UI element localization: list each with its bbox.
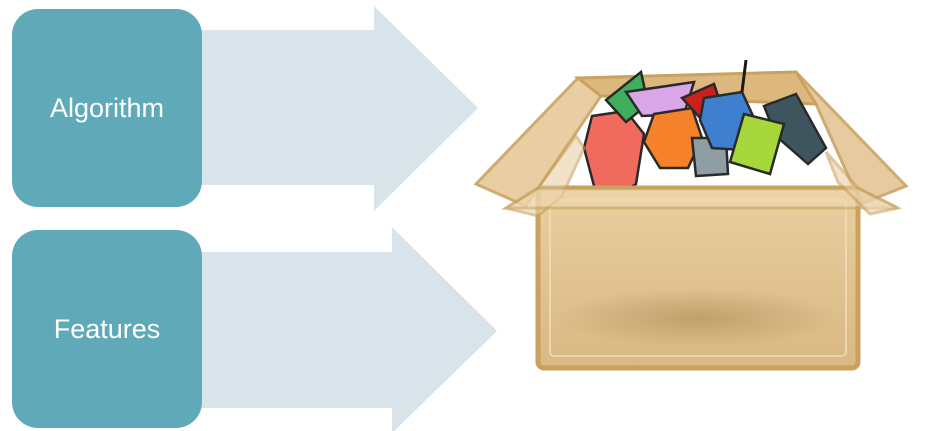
box-front-rim [506, 188, 898, 208]
algorithm-label: Algorithm [50, 93, 164, 124]
algorithm-node: Algorithm [12, 9, 202, 207]
box-with-shapes-icon [466, 56, 916, 376]
box-front-shadow [558, 288, 838, 348]
features-label: Features [54, 314, 161, 345]
red-shape [584, 111, 644, 198]
features-node: Features [12, 230, 202, 428]
arrow-features-shape [150, 227, 497, 431]
